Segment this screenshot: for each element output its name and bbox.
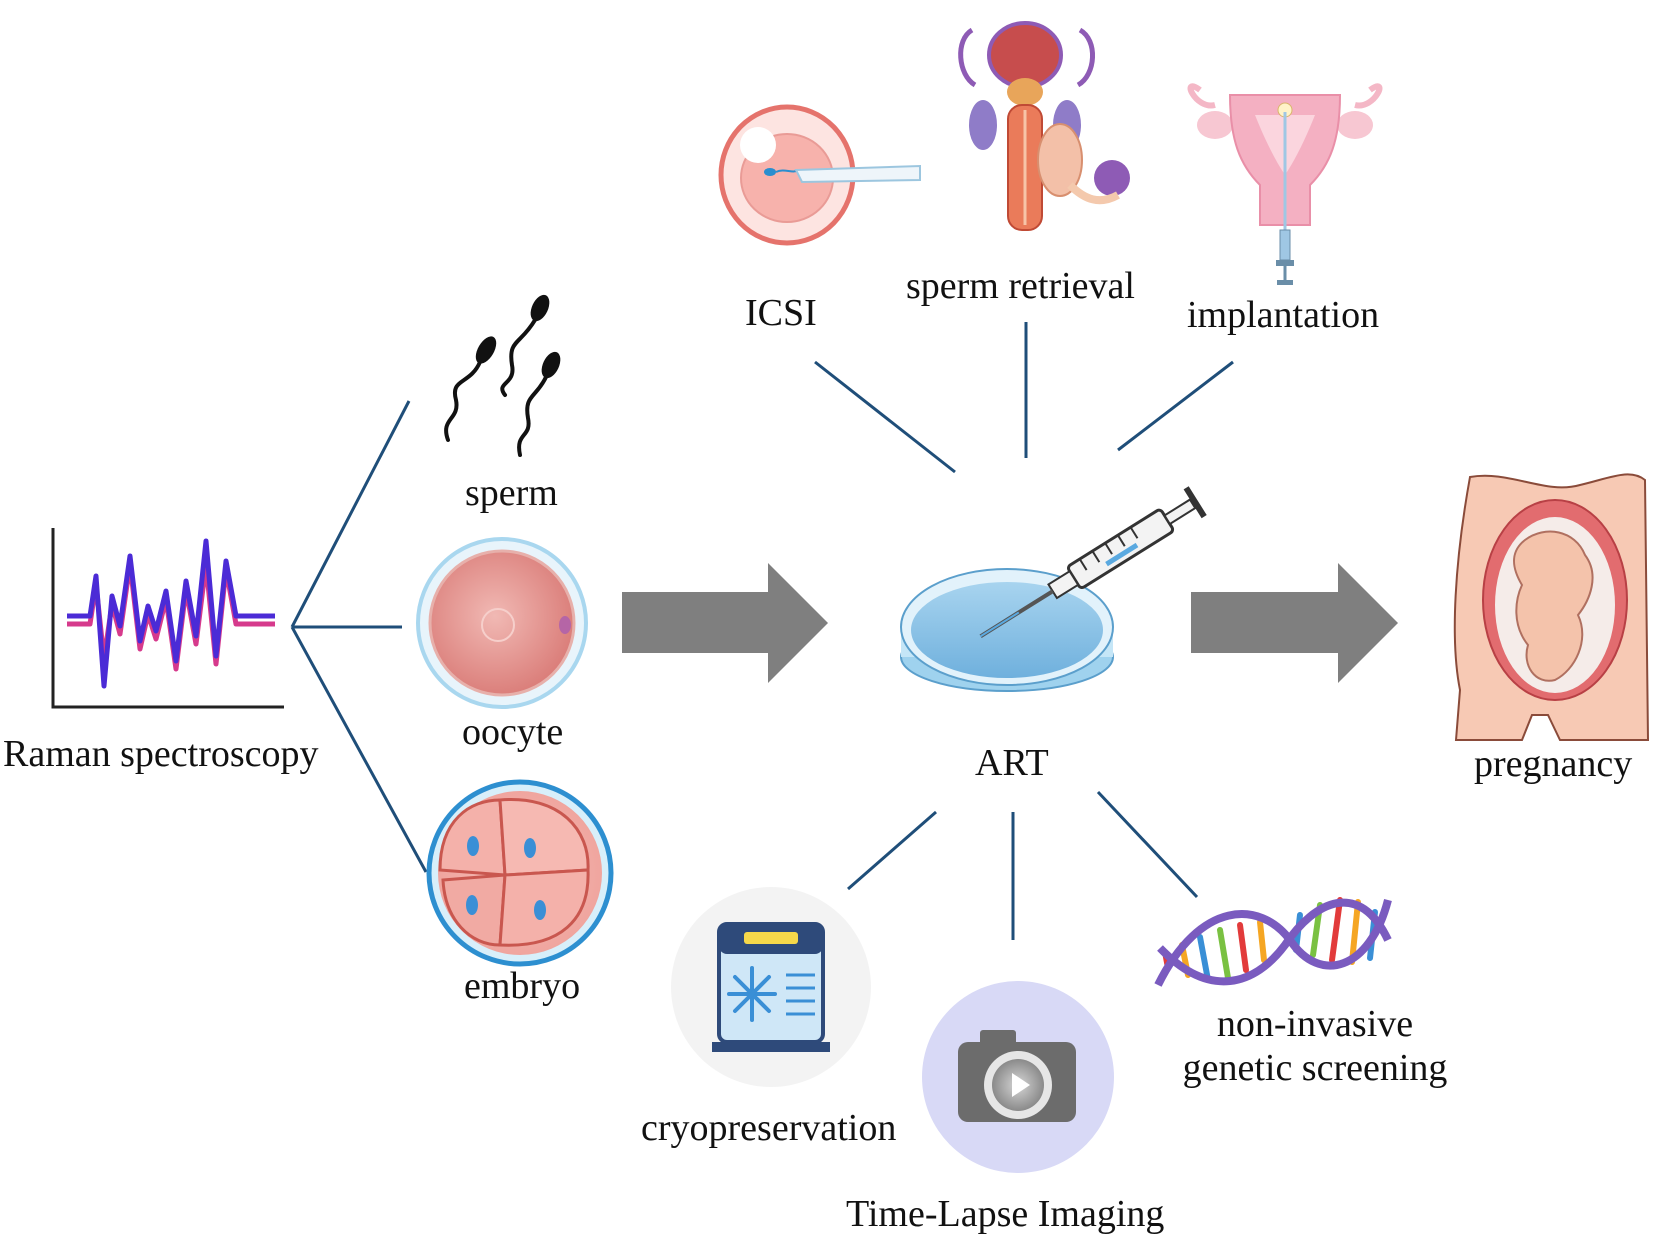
connector-lines xyxy=(290,322,1234,940)
connector-raman-embryo xyxy=(290,626,428,873)
connector-art-cryopreservation xyxy=(847,810,937,891)
pregnancy-icon xyxy=(1453,473,1650,741)
camera-icon xyxy=(922,981,1114,1173)
arrow-to-art xyxy=(622,563,828,683)
label-implantation: implantation xyxy=(1187,294,1380,336)
connector-raman-sperm xyxy=(290,400,411,628)
label-cryopreservation: cryopreservation xyxy=(641,1107,897,1149)
label-genetic-screening-line1: non-invasive xyxy=(1216,1003,1414,1045)
petri-dish-syringe-icon xyxy=(900,486,1207,692)
label-genetic-screening: non-invasive genetic screening xyxy=(1155,1003,1475,1090)
uterus-implantation-icon xyxy=(1187,83,1383,285)
label-art: ART xyxy=(975,742,1049,784)
label-embryo: embryo xyxy=(464,965,581,1007)
icsi-icon xyxy=(718,104,921,246)
label-genetic-screening-line2: genetic screening xyxy=(1182,1046,1448,1089)
label-icsi: ICSI xyxy=(745,292,817,334)
label-sperm: sperm xyxy=(465,472,558,514)
oocyte-icon xyxy=(416,537,588,709)
male-reproductive-system-icon xyxy=(958,21,1130,231)
sperm-icon xyxy=(444,294,561,457)
label-pregnancy: pregnancy xyxy=(1474,743,1633,785)
connector-art-icsi xyxy=(814,360,956,474)
raman-spectrum-icon xyxy=(51,528,284,709)
connector-art-implantation xyxy=(1117,360,1234,452)
connector-art-screening xyxy=(1096,790,1199,899)
label-oocyte: oocyte xyxy=(462,711,564,753)
embryo-icon xyxy=(426,779,614,967)
cryo-storage-icon xyxy=(671,887,871,1087)
label-raman-spectroscopy: Raman spectroscopy xyxy=(3,733,319,775)
dna-helix-icon xyxy=(1154,897,1392,987)
arrow-to-pregnancy xyxy=(1191,563,1398,683)
label-time-lapse-imaging: Time-Lapse Imaging xyxy=(846,1193,1165,1235)
label-sperm-retrieval: sperm retrieval xyxy=(906,265,1135,307)
